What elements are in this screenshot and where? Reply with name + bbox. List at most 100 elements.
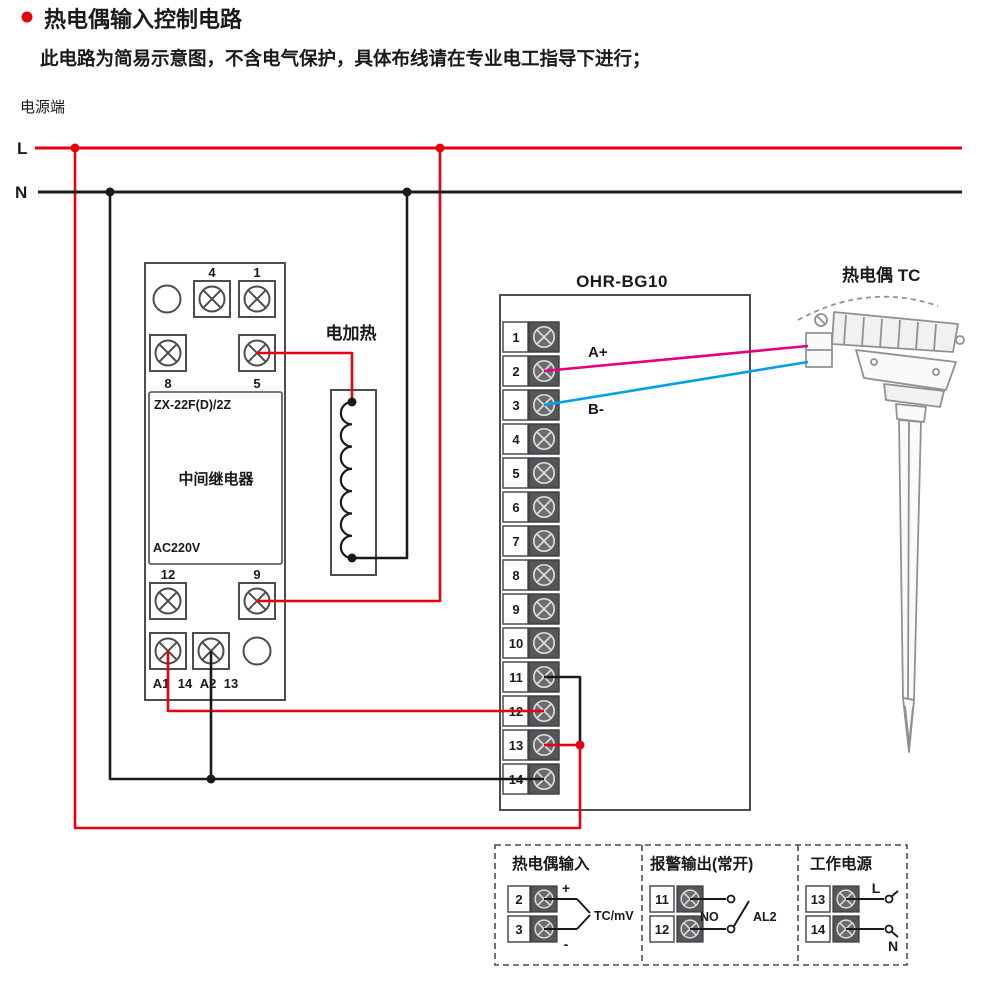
wire-neutral-to-terminal14 xyxy=(108,192,544,781)
bullet-icon xyxy=(21,11,33,23)
relay-pin-label: 1 xyxy=(253,265,260,280)
relay-pin-label: A2 xyxy=(200,676,217,691)
terminal-number: 2 xyxy=(512,364,519,379)
relay-pin-label: 8 xyxy=(164,376,171,391)
neck xyxy=(895,403,927,423)
relay-pin-label: 5 xyxy=(253,376,260,391)
open-terminal-icon xyxy=(884,924,894,934)
relay-screw-8-icon xyxy=(149,334,187,372)
terminal-number: 7 xyxy=(512,534,519,549)
flange xyxy=(855,349,957,391)
legend-alarm-section: 报警输出(常开) 11 12 NO AL2 xyxy=(649,854,777,943)
terminal-number: 10 xyxy=(509,636,523,651)
live-label: L xyxy=(872,880,881,896)
neutral-wires xyxy=(38,190,962,781)
terminal-number: 3 xyxy=(515,922,522,937)
junction-dots xyxy=(70,143,585,784)
terminal-screw-icon xyxy=(528,491,560,523)
alarm-name-label: AL2 xyxy=(753,910,777,924)
live-wires xyxy=(35,146,962,830)
controller-terminal: 2 xyxy=(502,355,560,387)
terminal-number: 2 xyxy=(515,892,522,907)
heater-terminal-dot xyxy=(347,553,357,563)
terminal-number: 6 xyxy=(512,500,519,515)
terminal-screw-icon xyxy=(528,627,560,659)
controller-terminal: 7 xyxy=(502,525,560,557)
contact-circle-icon xyxy=(726,894,736,904)
terminal-number: 4 xyxy=(512,432,520,447)
page-title: 热电偶输入控制电路 xyxy=(44,7,243,32)
terminal-screw-icon xyxy=(528,525,560,557)
junction-dot xyxy=(105,187,115,197)
neutral-rail-label: N xyxy=(15,183,27,202)
controller-terminal: 6 xyxy=(502,491,560,523)
head-cap xyxy=(831,311,959,353)
controller-terminal-block: OHR-BG10 1 2 3 4 5 6 xyxy=(499,272,751,811)
controller-terminal: 10 xyxy=(502,627,560,659)
wire-b-minus xyxy=(543,360,809,407)
wire-heater-return xyxy=(352,192,409,560)
relay-pin-label: 13 xyxy=(224,676,238,691)
junction-dot xyxy=(435,143,445,153)
terminal-number: 13 xyxy=(811,892,825,907)
relay-body xyxy=(148,391,283,565)
terminal-screw-icon xyxy=(528,321,560,353)
probe-tube xyxy=(898,419,922,701)
terminal-number: 9 xyxy=(512,602,519,617)
terminal-number: 13 xyxy=(509,738,523,753)
terminal-number: 1 xyxy=(512,330,519,345)
neutral-label: N xyxy=(888,938,898,954)
thermocouple-illustration: 热电偶 TC xyxy=(797,265,965,753)
wire-b-label: B- xyxy=(588,401,604,418)
controller-model-label: OHR-BG10 xyxy=(576,272,668,291)
relay-module: 4 1 8 5 12 9 A1 14 A2 13 ZX-22F(D)/2Z 中间… xyxy=(144,262,286,701)
live-rail-label: L xyxy=(17,139,27,158)
relay-voltage-label: AC220V xyxy=(153,541,201,555)
mounting-hole-icon xyxy=(152,284,182,314)
thermocouple-label: 热电偶 TC xyxy=(842,265,920,285)
minus-sign: - xyxy=(564,936,569,952)
controller-terminal: 8 xyxy=(502,559,560,591)
terminal-number: 5 xyxy=(512,466,519,481)
wire-live-to-terminal13 xyxy=(73,148,582,830)
controller-terminal: 5 xyxy=(502,457,560,489)
terminal-number: 11 xyxy=(509,670,523,685)
controller-terminal: 11 xyxy=(502,661,560,693)
relay-pin-label: 4 xyxy=(208,265,216,280)
controller-terminal: 1 xyxy=(502,321,560,353)
terminal-number: 14 xyxy=(811,922,826,937)
relay-screw-12-icon xyxy=(149,582,187,620)
relay-pin-label: 14 xyxy=(178,676,193,691)
terminal-number: 12 xyxy=(655,922,669,937)
junction-dot xyxy=(206,774,216,784)
relay-screw-1-icon xyxy=(238,280,276,318)
heater: 电加热 xyxy=(326,323,377,576)
signal-type-label: TC/mV xyxy=(594,909,634,923)
power-side-label: 电源端 xyxy=(20,99,65,116)
terminal-screw-icon xyxy=(528,423,560,455)
cap-chain-icon xyxy=(797,295,939,321)
wire-terminal11-stub xyxy=(544,675,582,745)
terminal-number: 3 xyxy=(512,398,519,413)
header: 热电偶输入控制电路 此电路为简易示意图，不含电气保护，具体布线请在专业电工指导下… xyxy=(20,7,651,116)
legend-supply-section: 工作电源 13 14 L N xyxy=(805,854,899,954)
controller-terminal: 9 xyxy=(502,593,560,625)
contact-type-label: NO xyxy=(700,910,719,924)
wire-a-label: A+ xyxy=(588,344,608,361)
relay-screw-4-icon xyxy=(193,280,231,318)
relay-name-label: 中间继电器 xyxy=(178,470,254,488)
section-title: 热电偶输入 xyxy=(512,854,590,873)
section-title: 工作电源 xyxy=(810,854,873,873)
mounting-hole-icon xyxy=(242,636,272,666)
legend: 热电偶输入 2 3 + - TC/mV 报警输出(常开) 11 12 xyxy=(494,844,908,966)
contact-circle-icon xyxy=(726,924,736,934)
controller-terminal: 13 xyxy=(502,729,560,761)
terminal-number: 11 xyxy=(655,892,669,907)
controller-terminal: 3 xyxy=(502,389,560,421)
hex-nut xyxy=(883,383,945,408)
tip-element-icon xyxy=(904,705,914,745)
heating-coil-icon xyxy=(339,400,353,560)
bracket-icon xyxy=(576,898,591,930)
